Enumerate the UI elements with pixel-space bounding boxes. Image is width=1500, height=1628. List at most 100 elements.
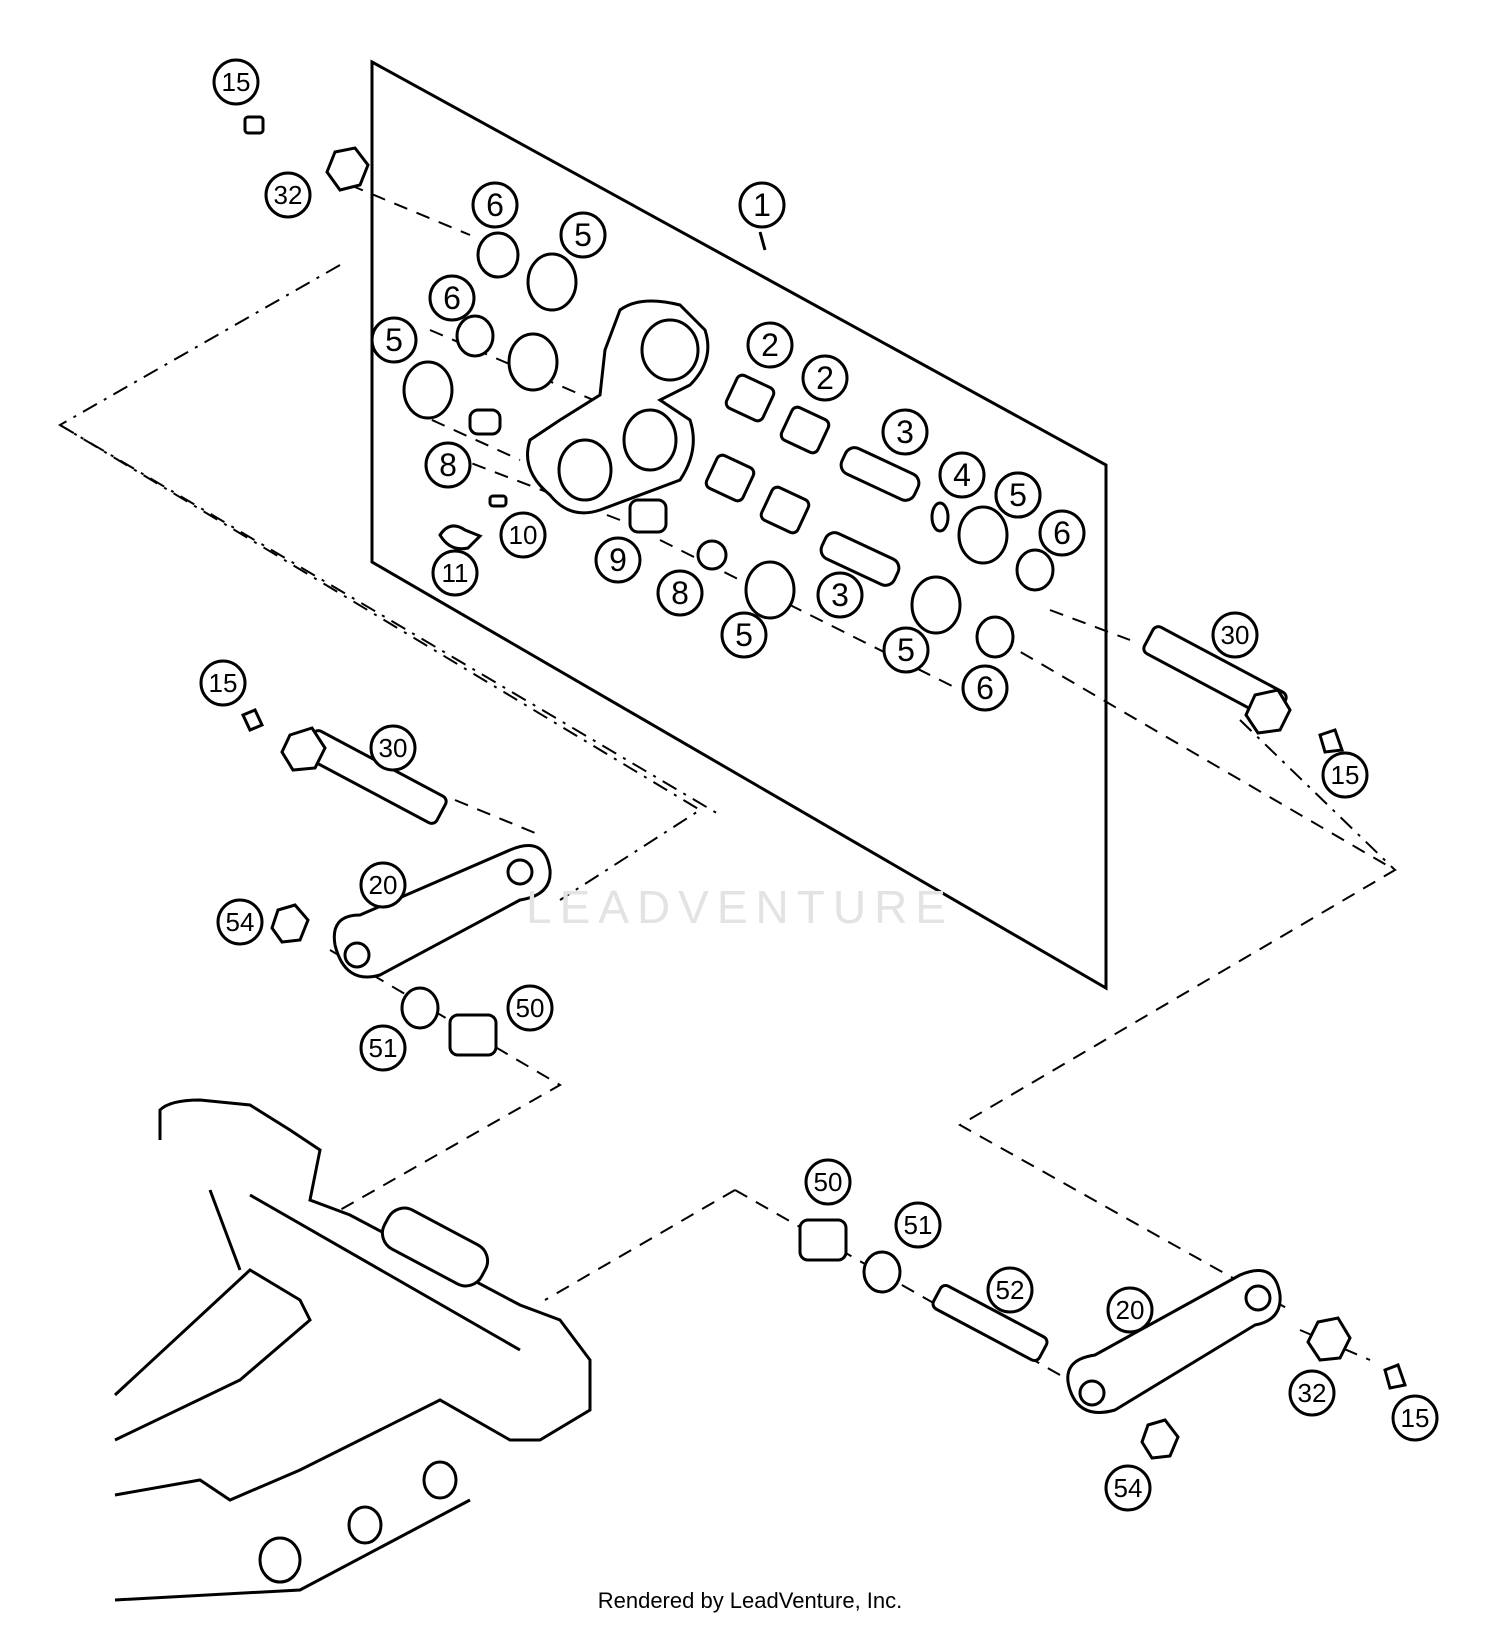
seal-6d [975, 615, 1015, 659]
callout-label: 15 [209, 668, 238, 698]
dashed-alignment-lines [58, 184, 1397, 1376]
callout-54b: 54 [1104, 1464, 1152, 1512]
callout-label: 51 [369, 1033, 398, 1063]
callout-label: 6 [976, 670, 994, 706]
ring-4 [930, 501, 950, 533]
callout-label: 6 [1053, 515, 1071, 551]
callout-circle [882, 626, 930, 674]
callout-32a: 32 [264, 171, 312, 219]
seal-51a [400, 986, 440, 1030]
callout-circle [656, 569, 704, 617]
callout-circle [1106, 1286, 1154, 1334]
callout-circle [212, 58, 260, 106]
callout-circle [961, 664, 1009, 712]
callout-circle [746, 321, 794, 369]
bushing-8b [696, 539, 728, 571]
callout-label: 6 [443, 280, 461, 316]
nut-32a [325, 146, 370, 192]
callout-2a: 2 [746, 321, 794, 369]
bolts [280, 625, 1292, 1363]
callout-circle [881, 408, 929, 456]
callout-50b: 50 [804, 1158, 852, 1206]
cap-15c [1318, 728, 1345, 754]
needle-bearing-2a [724, 373, 776, 423]
cap-15a [243, 115, 265, 135]
callout-circle [720, 611, 768, 659]
callout-label: 20 [369, 870, 398, 900]
callout-circle [559, 211, 607, 259]
callout-circle [1104, 1464, 1152, 1512]
callout-15a: 15 [212, 58, 260, 106]
nut-54b [1140, 1418, 1180, 1460]
callout-label: 15 [222, 67, 251, 97]
callout-5f: 5 [882, 626, 930, 674]
link-arm-20a [332, 844, 552, 979]
callout-label: 4 [953, 457, 971, 493]
callout-9: 9 [594, 536, 642, 584]
callout-6c: 6 [1038, 509, 1086, 557]
callout-8a: 8 [424, 441, 472, 489]
callout-5b: 5 [370, 316, 418, 364]
seal-5c [402, 360, 454, 420]
sleeve-3b [819, 531, 901, 587]
callout-circle [816, 571, 864, 619]
callout-15d: 15 [1391, 1394, 1439, 1442]
callout-circle [1391, 1394, 1439, 1442]
callout-15b: 15 [199, 659, 247, 707]
callout-5a: 5 [559, 211, 607, 259]
callout-circle [369, 724, 417, 772]
callout-20b: 20 [1106, 1286, 1154, 1334]
bearing-50b [798, 1218, 848, 1262]
seal-5e [744, 560, 796, 620]
callout-circle [428, 274, 476, 322]
callout-circle [499, 511, 547, 559]
callout-2b: 2 [801, 354, 849, 402]
callout-circle [1211, 611, 1259, 659]
callout-label: 5 [385, 322, 403, 358]
seal-6c [1015, 548, 1055, 592]
needle-bearing-2b [779, 405, 831, 455]
callout-label: 20 [1116, 1295, 1145, 1325]
callout-6d: 6 [961, 664, 1009, 712]
callout-6a: 6 [471, 181, 519, 229]
callout-circle [264, 171, 312, 219]
seal-5b [507, 332, 559, 392]
callout-label: 15 [1331, 760, 1360, 790]
callout-label: 1 [753, 187, 771, 223]
callout-5e: 5 [720, 611, 768, 659]
rocker-arm [526, 299, 710, 515]
callout-circle [359, 861, 407, 909]
callout-circle [199, 659, 247, 707]
callout-10: 10 [499, 511, 547, 559]
callout-30a: 30 [369, 724, 417, 772]
callout-3a: 3 [881, 408, 929, 456]
callout-circle [594, 536, 642, 584]
seal-51b [862, 1250, 902, 1294]
swingarm-pivot-tube [380, 1206, 490, 1288]
grease-nipple-10 [488, 494, 508, 508]
callout-label: 32 [274, 180, 303, 210]
assembly-panel [370, 59, 1108, 991]
callout-50a: 50 [506, 984, 554, 1032]
callout-circle [471, 181, 519, 229]
sleeve-3a [839, 446, 921, 502]
callout-label: 50 [516, 993, 545, 1023]
needle-bearing-2c [704, 453, 756, 503]
nut-54a [270, 903, 310, 944]
callout-label: 10 [509, 520, 538, 550]
cap-11 [438, 524, 483, 551]
callout-1: 1 [738, 181, 786, 229]
callout-circle [506, 984, 554, 1032]
nuts-and-caps [240, 115, 1407, 1460]
callout-label: 52 [996, 1275, 1025, 1305]
callout-label: 30 [1221, 620, 1250, 650]
callout-11: 11 [431, 549, 479, 597]
callout-label: 51 [904, 1210, 933, 1240]
bearings-and-spacers [402, 231, 1055, 659]
callout-circle [1321, 751, 1369, 799]
callout-label: 5 [574, 217, 592, 253]
callout-circle [938, 451, 986, 499]
callout-label: 5 [1009, 477, 1027, 513]
bushing-9 [628, 498, 668, 534]
